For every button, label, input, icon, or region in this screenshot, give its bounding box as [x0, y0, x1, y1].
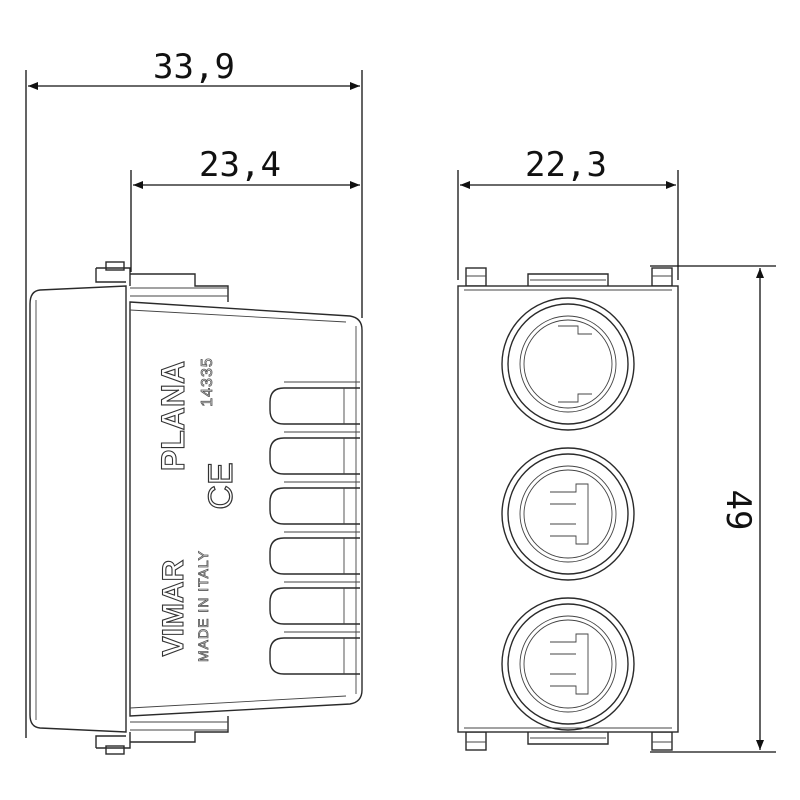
terminal-slot — [269, 481, 360, 525]
socket — [501, 447, 635, 581]
overall-depth-value: 33,9 — [153, 47, 235, 87]
side-view: VIMAR MADE IN ITALY PLANA 14335 CE — [29, 261, 363, 755]
terminal-slot — [269, 531, 360, 575]
terminal-slot — [269, 631, 360, 675]
code-label: 14335 — [199, 357, 216, 407]
terminal-slot — [269, 581, 360, 625]
terminal-slot — [269, 431, 360, 475]
width-value: 22,3 — [525, 145, 607, 185]
dimension-body-depth: 23,4 — [130, 145, 360, 272]
dimension-overall-depth: 33,9 — [25, 47, 363, 738]
brand-label: VIMAR — [157, 559, 190, 656]
height-value: 49 — [718, 490, 758, 531]
front-view — [457, 267, 679, 751]
socket — [501, 297, 635, 431]
connector-sockets — [501, 297, 635, 731]
terminal-slot — [269, 381, 360, 425]
dimension-height: 49 — [650, 265, 776, 753]
socket — [501, 597, 635, 731]
origin-label: MADE IN ITALY — [195, 550, 211, 662]
series-label: PLANA — [155, 361, 191, 471]
ce-mark: CE — [202, 462, 240, 509]
dimension-width: 22,3 — [457, 145, 679, 280]
body-depth-value: 23,4 — [199, 145, 281, 185]
terminal-slots — [269, 381, 360, 675]
